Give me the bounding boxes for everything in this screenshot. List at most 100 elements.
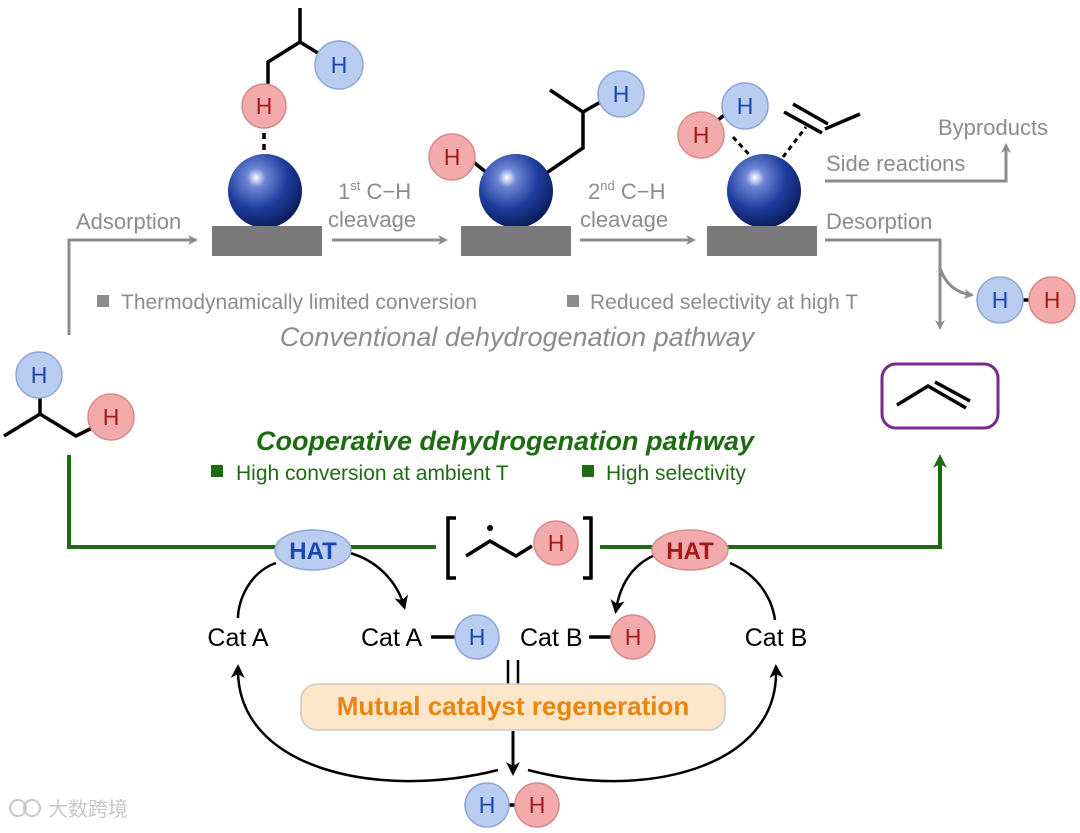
- hydrogen-label: H: [625, 624, 642, 650]
- note-high-conversion: High conversion at ambient T: [236, 462, 509, 485]
- hat-a-label: HAT: [289, 538, 337, 565]
- bullet-square: [211, 465, 223, 477]
- bullet-square: [582, 465, 594, 477]
- hydrogen-atom-blue: [15, 351, 63, 399]
- hydrogen-atom-blue: [976, 276, 1024, 324]
- h2-release-arrow: [938, 267, 974, 299]
- metal-sphere: [228, 154, 302, 228]
- stage-second-cleavage: H H: [677, 82, 861, 256]
- hydrogen-label: H: [548, 530, 565, 556]
- radical-intermediate: H: [446, 516, 593, 580]
- hydrogen-atom-blue: [314, 40, 364, 90]
- hydrogen-label: H: [613, 81, 630, 107]
- hydrogen-atom-blue: [597, 70, 645, 118]
- hydrogen-atom-blue: [464, 782, 510, 828]
- cooperative-pathway-title: Cooperative dehydrogenation pathway: [256, 426, 756, 456]
- hydrogen-label: H: [529, 792, 546, 818]
- hydrogen-atom-red: [533, 520, 579, 566]
- catalyst-surface: [707, 226, 817, 256]
- regeneration-label: Mutual catalyst regeneration: [337, 691, 690, 721]
- cat-b-label: Cat B: [745, 624, 808, 652]
- cycle-b-arc-top: [729, 561, 777, 621]
- bracket-right: [583, 516, 593, 580]
- hydrogen-atom-red: [87, 393, 135, 441]
- hydrogen-label: H: [469, 624, 486, 650]
- propane-reactant: H H: [3, 351, 135, 441]
- hat-a-badge: [274, 529, 352, 571]
- hydrogen-label: H: [737, 93, 754, 119]
- h2-molecule-conventional: H H: [976, 276, 1076, 324]
- hydrogen-label: H: [444, 144, 461, 170]
- cycle-a-arc-top: [236, 561, 277, 619]
- watermark-text: 大数跨境: [48, 798, 128, 821]
- propylene-skeleton: [896, 383, 967, 410]
- cat-b-h-label: Cat B: [520, 624, 583, 652]
- metal-sphere: [727, 154, 801, 228]
- cleavage2-label-line2: cleavage: [580, 207, 668, 232]
- desorption-label: Desorption: [826, 209, 932, 234]
- hydrogen-atom-red: [241, 83, 287, 129]
- adsorption-label: Adsorption: [76, 209, 181, 234]
- cleavage2-label: 2nd C−H: [588, 178, 665, 204]
- stage-adsorbed: H H: [212, 8, 364, 256]
- hydrogen-atom-blue: [721, 82, 769, 130]
- hydrogen-atom-red: [1028, 276, 1076, 324]
- note-high-selectivity: High selectivity: [606, 462, 747, 485]
- hydrogen-label: H: [992, 287, 1009, 313]
- propylene-bond: [783, 110, 823, 135]
- conventional-pathway-title: Conventional dehydrogenation pathway: [280, 322, 756, 352]
- h2-molecule-cooperative: H H: [464, 782, 560, 828]
- adsorption-arrow: [67, 235, 198, 335]
- hydrogen-label: H: [31, 362, 48, 388]
- adsorption-bond: [781, 126, 808, 158]
- hat-b-arrow: [610, 553, 656, 614]
- alkyl-chain: [544, 88, 585, 176]
- hydrogen-label: H: [256, 93, 273, 119]
- side-reactions-label: Side reactions: [826, 151, 965, 176]
- propane-skeleton: [3, 411, 93, 438]
- stage-first-cleavage: H H: [428, 70, 645, 256]
- hydrogen-label: H: [331, 52, 348, 78]
- propylene-double-bond: [934, 380, 971, 403]
- propylene-bond: [824, 112, 861, 131]
- regeneration-box: [300, 683, 726, 731]
- hydrogen-atom-red: [428, 133, 476, 181]
- hydrogen-atom-red: [610, 614, 656, 660]
- cleavage1-label: 1st C−H: [338, 178, 411, 204]
- hydrogen-atom-red: [514, 782, 560, 828]
- byproducts-label: Byproducts: [938, 115, 1048, 140]
- hydrogen-label: H: [103, 404, 120, 430]
- cat-a-label: Cat A: [207, 624, 268, 652]
- cleavage1-label-line2: cleavage: [328, 207, 416, 232]
- note-conversion-limited: Thermodynamically limited conversion: [121, 291, 477, 314]
- catalyst-surface: [461, 226, 571, 256]
- hydrogen-label: H: [1044, 287, 1061, 313]
- cycle-b-return-arrow: [527, 664, 784, 783]
- side-reactions-arrow: [825, 143, 1011, 183]
- propane-chain: [266, 8, 302, 98]
- propylene-double-bond: [792, 102, 829, 126]
- cycle-a-return-arrow: [230, 664, 499, 783]
- propylene-product: [880, 362, 1000, 430]
- hydrogen-label: H: [693, 122, 710, 148]
- cat-a-h-label: Cat A: [361, 624, 422, 652]
- bullet-square: [97, 295, 109, 307]
- bracket-left: [446, 516, 456, 580]
- radical-skeleton: [465, 538, 533, 559]
- note-reduced-selectivity: Reduced selectivity at high T: [590, 291, 858, 314]
- watermark-logo-icon: [23, 799, 41, 817]
- radical-dot: [487, 525, 493, 531]
- bullet-square: [567, 295, 579, 307]
- hydrogen-label: H: [479, 792, 496, 818]
- cooperative-pathway: Cooperative dehydrogenation pathway High…: [67, 426, 947, 828]
- hat-a-arrow: [349, 551, 408, 610]
- conventional-pathway: H H Adsorption 1st C−H cleavage H H 2nd …: [67, 8, 1076, 352]
- metal-sphere: [479, 154, 553, 228]
- hat-b-badge: [651, 529, 729, 571]
- hat-b-label: HAT: [666, 538, 714, 565]
- product-box: [880, 362, 1000, 430]
- watermark-logo-icon: [9, 799, 27, 817]
- catalyst-surface: [212, 226, 322, 256]
- hydrogen-atom-blue: [454, 614, 500, 660]
